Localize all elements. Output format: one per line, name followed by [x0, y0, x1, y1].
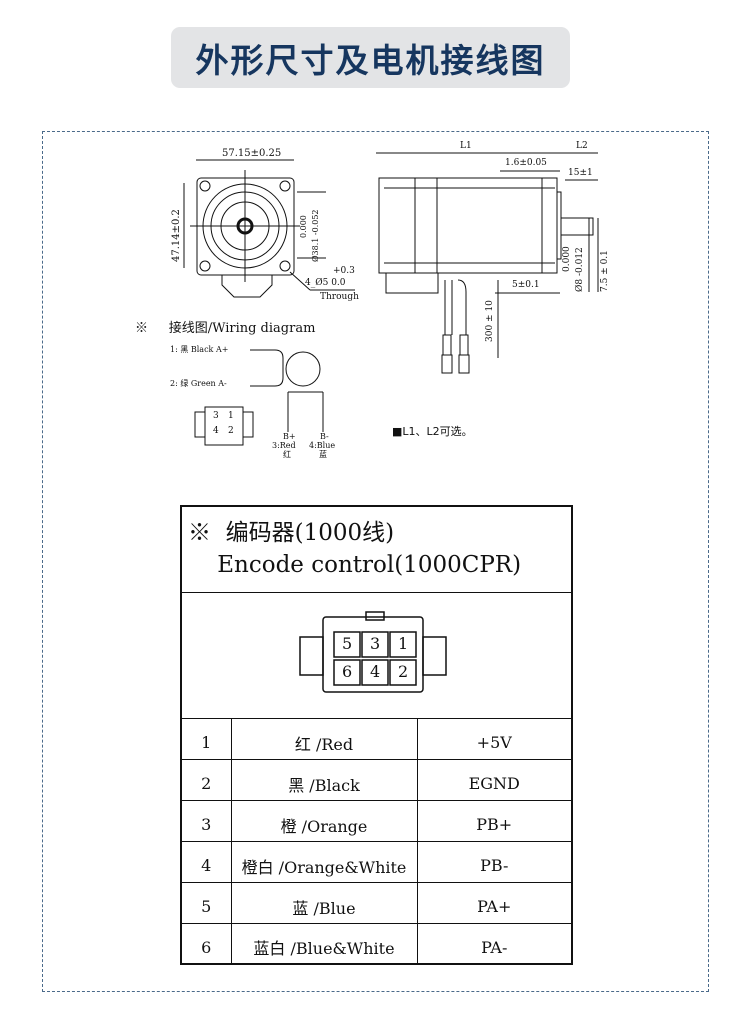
encoder-header: ※ 编码器(1000线) Encode control(1000CPR)	[180, 505, 573, 593]
encoder-title-cn: 编码器(1000线)	[225, 520, 395, 547]
dim-pilot-tol: 0.000	[299, 215, 308, 238]
dim-shaft-dia: Ø8 -0.012	[575, 247, 585, 292]
note-mark: ※	[135, 321, 149, 336]
color-cell: 橙白 /Orange&White	[230, 840, 418, 883]
dim-l2: L2	[576, 141, 588, 151]
wire-b-minus-color: 4:Blue	[309, 441, 336, 450]
dim-hole: 4_Ø5 0.0	[305, 278, 346, 288]
encoder-pin: 3	[370, 634, 381, 653]
encoder-pin: 6	[342, 662, 353, 681]
encoder-pin: 2	[398, 662, 409, 681]
dim-shaft-tol: 0.000	[562, 246, 572, 272]
signal-cell: PB-	[416, 840, 573, 883]
dim-front-width: 57.15±0.25	[222, 148, 282, 159]
front-view	[183, 159, 355, 298]
dim-shaft-len: 15±1	[568, 168, 593, 178]
signal-cell: PB+	[416, 799, 573, 842]
dim-flat: 7.5 ± 0.1	[600, 250, 610, 292]
motor-pin: 3	[213, 411, 219, 421]
pin-cell: 4	[180, 840, 232, 883]
wire-b-plus: B+	[283, 432, 296, 441]
wire-a-minus: 2: 绿 Green A-	[170, 379, 227, 388]
dim-through: Through	[320, 292, 359, 302]
wiring-heading: ※ 接线图/Wiring diagram	[135, 317, 315, 336]
dim-flange: 1.6±0.05	[505, 158, 547, 168]
wire-b-minus-cn: 蓝	[319, 450, 327, 459]
wire-b-minus: B-	[320, 432, 329, 441]
color-cell: 橙 /Orange	[230, 799, 418, 842]
side-view	[376, 152, 599, 374]
connector-cell	[180, 591, 573, 719]
motor-pin: 2	[228, 426, 234, 436]
wire-b-plus-color: 3:Red	[272, 441, 296, 450]
dim-hole-tol: +0.3	[333, 266, 355, 276]
color-cell: 黑 /Black	[230, 758, 418, 801]
motor-pin: 1	[228, 411, 234, 421]
signal-cell: PA-	[416, 922, 573, 965]
pin-cell: 2	[180, 758, 232, 801]
title-banner: 外形尺寸及电机接线图	[171, 27, 570, 88]
wiring-title: 接线图/Wiring diagram	[168, 321, 316, 336]
wire-b-plus-cn: 红	[283, 450, 291, 459]
dim-cable: 300 ± 10	[485, 300, 495, 342]
signal-cell: +5V	[416, 717, 573, 760]
encoder-pin: 1	[398, 634, 409, 653]
dim-pilot: Ø38.1 -0.052	[311, 209, 320, 262]
dim-front-height: 47.14±0.2	[171, 209, 182, 262]
dim-key: 5±0.1	[512, 280, 540, 290]
signal-cell: EGND	[416, 758, 573, 801]
encoder-pin: 4	[370, 662, 381, 681]
drawing-frame	[42, 131, 709, 992]
wiring-symbol	[194, 349, 324, 446]
color-cell: 蓝 /Blue	[230, 881, 418, 924]
pin-cell: 5	[180, 881, 232, 924]
color-cell: 蓝白 /Blue&White	[230, 922, 418, 965]
encoder-title-en: Encode control(1000CPR)	[217, 552, 522, 579]
pin-cell: 6	[180, 922, 232, 965]
pin-cell: 3	[180, 799, 232, 842]
dim-l1: L1	[460, 141, 472, 151]
encoder-pin: 5	[342, 634, 353, 653]
length-note: ■L1、L2可选。	[392, 425, 473, 438]
page-title: 外形尺寸及电机接线图	[195, 40, 546, 80]
color-cell: 红 /Red	[230, 717, 418, 760]
note-mark: ※	[188, 520, 211, 547]
pin-cell: 1	[180, 717, 232, 760]
motor-pin: 4	[213, 426, 219, 436]
wire-a-plus: 1: 黑 Black A+	[170, 345, 229, 354]
signal-cell: PA+	[416, 881, 573, 924]
